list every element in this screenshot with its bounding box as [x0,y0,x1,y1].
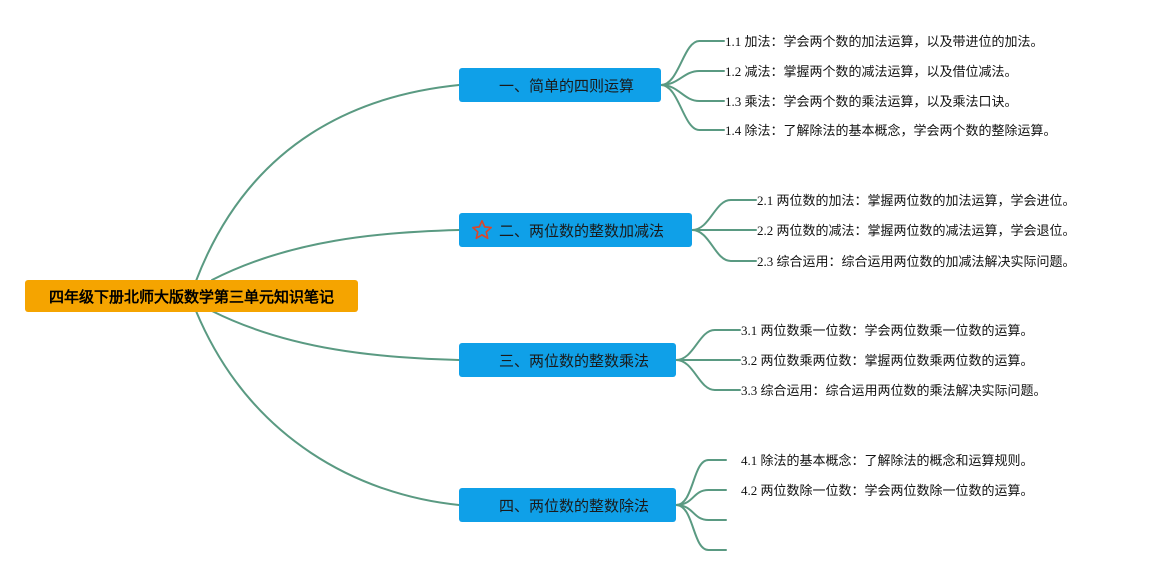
subtopic-3-3[interactable]: 3.3 综合运用：综合运用两位数的乘法解决实际问题。 [741,383,1047,398]
connector-root-branch-1 [195,84,460,282]
subtopic-2-3[interactable]: 2.3 综合运用：综合运用两位数的加减法解决实际问题。 [757,254,1076,269]
subtopic-3-2[interactable]: 3.2 两位数乘两位数：掌握两位数乘两位数的运算。 [741,353,1034,368]
subtopic-1-3[interactable]: 1.3 乘法：学会两个数的乘法运算，以及乘法口诀。 [725,94,1018,109]
connector-branch-1-leaf-3 [660,84,725,102]
connector-branch-4-leaf-1 [675,459,727,506]
connector-branch-1-leaf-4 [660,84,725,131]
connector-branch-3-leaf-1 [675,329,741,361]
connector-branch-1-leaf-2 [660,70,725,86]
branch-marker-1 [471,74,493,96]
connector-branch-2-leaf-1 [691,199,757,231]
branch-topic-3[interactable]: 三、两位数的整数乘法 [459,343,676,377]
subtopic-1-4[interactable]: 1.4 除法：了解除法的基本概念，学会两个数的整除运算。 [725,123,1057,138]
branch-topic-2-label: 二、两位数的整数加减法 [499,221,665,240]
connector-root-branch-4 [195,310,460,506]
subtopic-2-2[interactable]: 2.2 两位数的减法：掌握两位数的减法运算，学会退位。 [757,223,1076,238]
subtopic-1-1[interactable]: 1.1 加法：学会两个数的加法运算，以及带进位的加法。 [725,34,1044,49]
connector-root-branch-2 [211,229,460,281]
root-topic-label: 四年级下册北师大版数学第三单元知识笔记 [48,287,334,306]
branch-marker-3 [471,349,493,371]
branch-topic-1-label: 一、简单的四则运算 [499,76,635,95]
connector-branch-2-leaf-3 [691,229,757,262]
subtopic-3-1[interactable]: 3.1 两位数乘一位数：学会两位数乘一位数的运算。 [741,323,1034,338]
root-topic[interactable]: 四年级下册北师大版数学第三单元知识笔记 [25,280,358,312]
subtopic-4-2[interactable]: 4.2 两位数除一位数：学会两位数除一位数的运算。 [741,483,1034,498]
branch-topic-3-label: 三、两位数的整数乘法 [499,351,650,370]
branch-topic-2[interactable]: 二、两位数的整数加减法 [459,213,692,247]
branch-topic-4[interactable]: 四、两位数的整数除法 [459,488,676,522]
star-icon [471,219,493,241]
connector-root-branch-3 [211,310,460,361]
connector-branch-4-leaf-4 [675,504,727,551]
connector-branch-3-leaf-3 [675,359,741,391]
subtopic-1-2[interactable]: 1.2 减法：掌握两个数的减法运算，以及借位减法。 [725,64,1018,79]
branch-topic-1[interactable]: 一、简单的四则运算 [459,68,661,102]
subtopic-2-1[interactable]: 2.1 两位数的加法：掌握两位数的加法运算，学会进位。 [757,193,1076,208]
branch-marker-4 [471,494,493,516]
connector-branch-1-leaf-1 [660,40,725,86]
branch-topic-4-label: 四、两位数的整数除法 [499,496,650,515]
subtopic-4-1[interactable]: 4.1 除法的基本概念：了解除法的概念和运算规则。 [741,453,1034,468]
